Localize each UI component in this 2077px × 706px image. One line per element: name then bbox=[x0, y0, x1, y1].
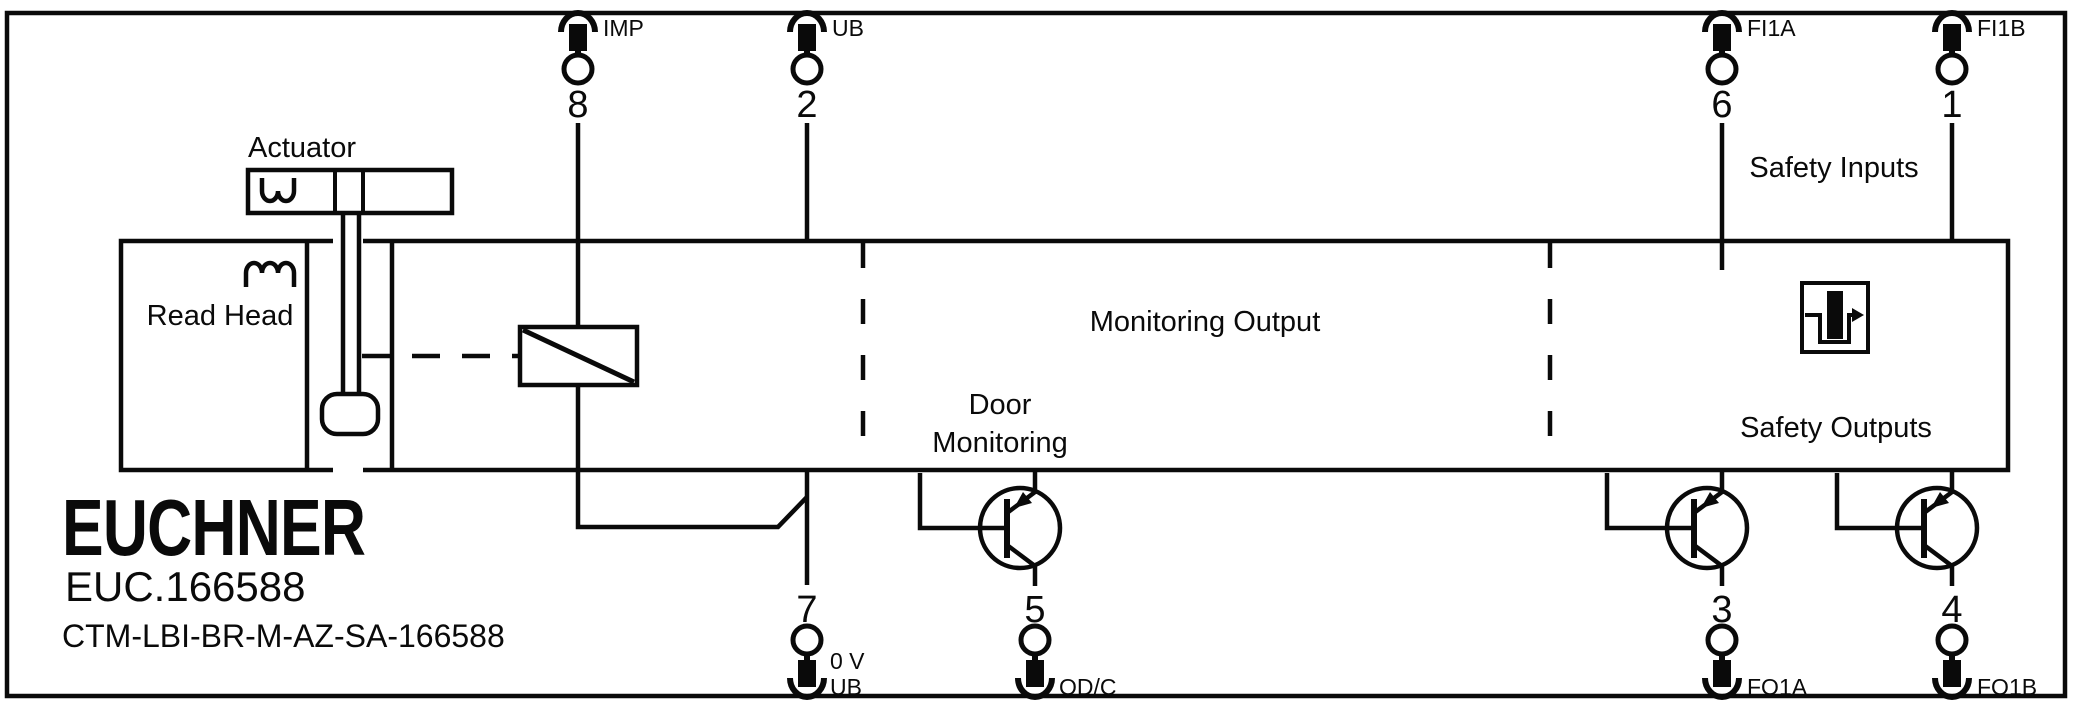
wire-relay-to-0v bbox=[575, 385, 809, 530]
monitoring-output-label: Monitoring Output bbox=[1090, 306, 1321, 338]
device-body-outline bbox=[118, 238, 2011, 473]
signal-label: FO1A bbox=[1747, 674, 1808, 700]
pin-number: 5 bbox=[1024, 589, 1045, 631]
pin-number: 6 bbox=[1711, 84, 1732, 126]
terminal-0v-ub-pin7: 7 0 V UB bbox=[787, 470, 865, 700]
connector-socket-icon bbox=[558, 10, 598, 33]
terminal-fi1b-pin1: 1 FI1B bbox=[1932, 10, 2026, 241]
read-head-label: Read Head bbox=[147, 300, 294, 332]
pin-number: 1 bbox=[1941, 84, 1962, 126]
terminal-odc-pin5: 5 OD/C bbox=[1015, 589, 1117, 700]
signal-label: UB bbox=[832, 15, 864, 41]
transistor-arrow bbox=[1931, 492, 1949, 508]
actuator-bar bbox=[245, 167, 455, 216]
connector-socket-icon bbox=[1015, 677, 1055, 700]
read-head-coil-icon bbox=[243, 260, 297, 287]
signal-label: 0 V bbox=[830, 648, 865, 674]
order-code: EUC.166588 bbox=[65, 563, 306, 610]
connector-socket-icon bbox=[1932, 677, 1972, 700]
actuator-symbol bbox=[245, 167, 455, 437]
isolation-barrier-bar bbox=[1827, 291, 1843, 339]
connector-plug-icon bbox=[1713, 24, 1731, 51]
connector-plug-icon bbox=[1943, 24, 1961, 51]
door-monitoring-transistor bbox=[917, 470, 1063, 586]
transistor-arrow bbox=[1701, 492, 1719, 508]
type-code: CTM-LBI-BR-M-AZ-SA-166588 bbox=[62, 618, 505, 654]
connector-plug-icon bbox=[1026, 660, 1044, 687]
connector-plug-icon bbox=[1713, 660, 1731, 687]
pin-number: 4 bbox=[1941, 589, 1962, 631]
safety-inputs-label: Safety Inputs bbox=[1749, 152, 1918, 184]
safety-output-b-transistor bbox=[1834, 470, 1980, 586]
connector-socket-icon bbox=[787, 677, 827, 700]
terminal-circle bbox=[1935, 52, 1969, 86]
connector-plug-icon bbox=[798, 24, 816, 51]
brand-logo: EUCHNER bbox=[62, 483, 366, 572]
isolation-arrow bbox=[1852, 308, 1864, 322]
safety-output-a-transistor bbox=[1604, 470, 1750, 586]
terminal-imp-pin8: 8 IMP bbox=[558, 10, 644, 126]
actuator-label: Actuator bbox=[248, 132, 356, 164]
terminal-fi1a-pin6: 6 FI1A bbox=[1702, 10, 1796, 270]
door-monitoring-label-line1: Door bbox=[969, 389, 1032, 421]
connector-plug-icon bbox=[798, 660, 816, 687]
relay-symbol bbox=[517, 123, 809, 530]
terminal-ub-pin2: 2 UB bbox=[787, 10, 864, 241]
signal-label: FO1B bbox=[1977, 674, 2037, 700]
actuator-coil-icon bbox=[259, 178, 297, 204]
pin-number: 7 bbox=[796, 589, 817, 631]
connector-socket-icon bbox=[1932, 10, 1972, 33]
signal-label: UB bbox=[830, 674, 862, 700]
pin-number: 8 bbox=[567, 84, 588, 126]
pin-number: 3 bbox=[1711, 589, 1732, 631]
transistor-arrow bbox=[1014, 492, 1032, 508]
signal-label: FI1B bbox=[1977, 15, 2026, 41]
connector-socket-icon bbox=[787, 10, 827, 33]
terminal-fo1b-pin4: 4 FO1B bbox=[1932, 589, 2037, 700]
relay-diagonal bbox=[521, 327, 636, 385]
terminal-circle bbox=[790, 52, 824, 86]
isolation-signal-path bbox=[1805, 313, 1855, 344]
connector-plug-icon bbox=[1943, 660, 1961, 687]
terminal-circle bbox=[561, 52, 595, 86]
actuator-tongue bbox=[319, 391, 381, 437]
connector-socket-icon bbox=[1702, 677, 1742, 700]
isolation-icon bbox=[1800, 281, 1870, 354]
connector-plug-icon bbox=[569, 24, 587, 51]
isolation-icon-frame bbox=[1800, 281, 1870, 354]
pin-number: 2 bbox=[796, 84, 817, 126]
terminal-fo1a-pin3: 3 FO1A bbox=[1702, 589, 1808, 700]
safety-outputs-label: Safety Outputs bbox=[1740, 412, 1932, 444]
door-monitoring-label-line2: Monitoring bbox=[932, 427, 1067, 459]
connector-socket-icon bbox=[1702, 10, 1742, 33]
signal-label: OD/C bbox=[1059, 674, 1117, 700]
terminal-circle bbox=[1705, 52, 1739, 86]
signal-label: IMP bbox=[603, 15, 644, 41]
signal-label: FI1A bbox=[1747, 15, 1796, 41]
